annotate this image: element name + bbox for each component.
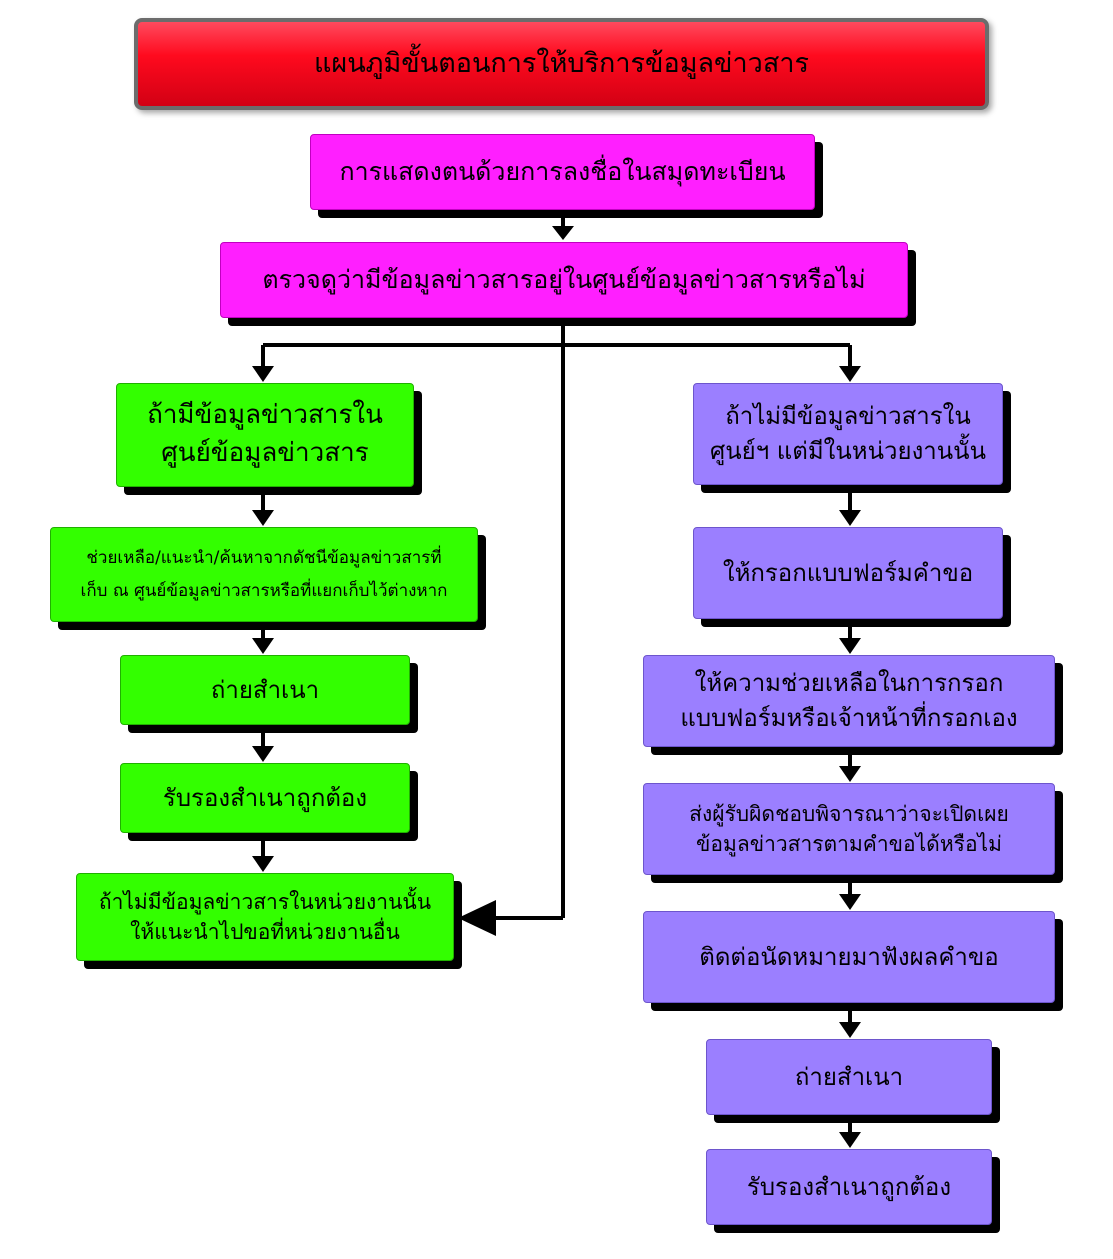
left-step-certify: รับรองสำเนาถูกต้อง bbox=[120, 763, 410, 833]
step-register-text: การแสดงตนด้วยการลงชื่อในสมุดทะเบียน bbox=[339, 156, 786, 186]
right-branch-header-line2: ศูนย์ฯ แต่มีในหน่วยงานนั้น bbox=[710, 437, 986, 465]
right-step-assist-line1: ให้ความช่วยเหลือในการกรอก bbox=[694, 669, 1004, 698]
right-step-certify: รับรองสำเนาถูกต้อง bbox=[706, 1149, 992, 1225]
right-step-appointment-text: ติดต่อนัดหมายมาฟังผลคำขอ bbox=[699, 942, 999, 971]
step-check-availability-text: ตรวจดูว่ามีข้อมูลข่าวสารอยู่ในศูนย์ข้อมู… bbox=[262, 264, 866, 294]
chart-title: แผนภูมิขั้นตอนการให้บริการข้อมูลข่าวสาร bbox=[134, 18, 989, 110]
right-step-fill-form-text: ให้กรอกแบบฟอร์มคำขอ bbox=[722, 558, 974, 587]
right-step-certify-text: รับรองสำเนาถูกต้อง bbox=[746, 1172, 952, 1201]
right-step-assist-form: ให้ความช่วยเหลือในการกรอก แบบฟอร์มหรือเจ… bbox=[643, 655, 1055, 747]
right-branch-header: ถ้าไม่มีข้อมูลข่าวสารใน ศูนย์ฯ แต่มีในหน… bbox=[693, 383, 1003, 485]
chart-title-text: แผนภูมิขั้นตอนการให้บริการข้อมูลข่าวสาร bbox=[314, 48, 809, 80]
right-step-consider-disclosure: ส่งผู้รับผิดชอบพิจารณาว่าจะเปิดเผย ข้อมู… bbox=[643, 783, 1055, 875]
left-branch-header-line2: ศูนย์ข้อมูลข่าวสาร bbox=[161, 438, 369, 468]
right-step-copy: ถ่ายสำเนา bbox=[706, 1039, 992, 1115]
right-step-appointment: ติดต่อนัดหมายมาฟังผลคำขอ bbox=[643, 911, 1055, 1003]
right-step-fill-form: ให้กรอกแบบฟอร์มคำขอ bbox=[693, 527, 1003, 619]
left-step-refer-line2: ให้แนะนำไปขอที่หน่วยงานอื่น bbox=[130, 920, 400, 944]
left-branch-header: ถ้ามีข้อมูลข่าวสารใน ศูนย์ข้อมูลข่าวสาร bbox=[116, 383, 414, 487]
step-register: การแสดงตนด้วยการลงชื่อในสมุดทะเบียน bbox=[310, 134, 815, 210]
left-step-certify-text: รับรองสำเนาถูกต้อง bbox=[162, 783, 368, 812]
right-step-assist-line2: แบบฟอร์มหรือเจ้าหน้าที่กรอกเอง bbox=[680, 704, 1018, 732]
right-step-consider-line1: ส่งผู้รับผิดชอบพิจารณาว่าจะเปิดเผย bbox=[689, 801, 1009, 826]
left-step-help-search: ช่วยเหลือ/แนะนำ/ค้นหาจากดัชนีข้อมูลข่าวส… bbox=[50, 527, 478, 622]
left-branch-header-line1: ถ้ามีข้อมูลข่าวสารใน bbox=[147, 400, 383, 431]
left-step-refer-other-agency: ถ้าไม่มีข้อมูลข่าวสารในหน่วยงานนั้น ให้แ… bbox=[76, 873, 454, 961]
left-step-help-search-line1: ช่วยเหลือ/แนะนำ/ค้นหาจากดัชนีข้อมูลข่าวส… bbox=[86, 548, 442, 569]
left-step-refer-line1: ถ้าไม่มีข้อมูลข่าวสารในหน่วยงานนั้น bbox=[98, 889, 432, 914]
right-step-consider-line2: ข้อมูลข่าวสารตามคำขอได้หรือไม่ bbox=[696, 832, 1002, 856]
left-step-help-search-line2: เก็บ ณ ศูนย์ข้อมูลข่าวสารหรือที่แยกเก็บไ… bbox=[80, 580, 448, 601]
right-branch-header-line1: ถ้าไม่มีข้อมูลข่าวสารใน bbox=[725, 402, 971, 431]
step-check-availability: ตรวจดูว่ามีข้อมูลข่าวสารอยู่ในศูนย์ข้อมู… bbox=[220, 242, 908, 318]
left-step-copy-text: ถ่ายสำเนา bbox=[210, 675, 320, 704]
left-step-copy: ถ่ายสำเนา bbox=[120, 655, 410, 725]
right-step-copy-text: ถ่ายสำเนา bbox=[794, 1062, 904, 1091]
